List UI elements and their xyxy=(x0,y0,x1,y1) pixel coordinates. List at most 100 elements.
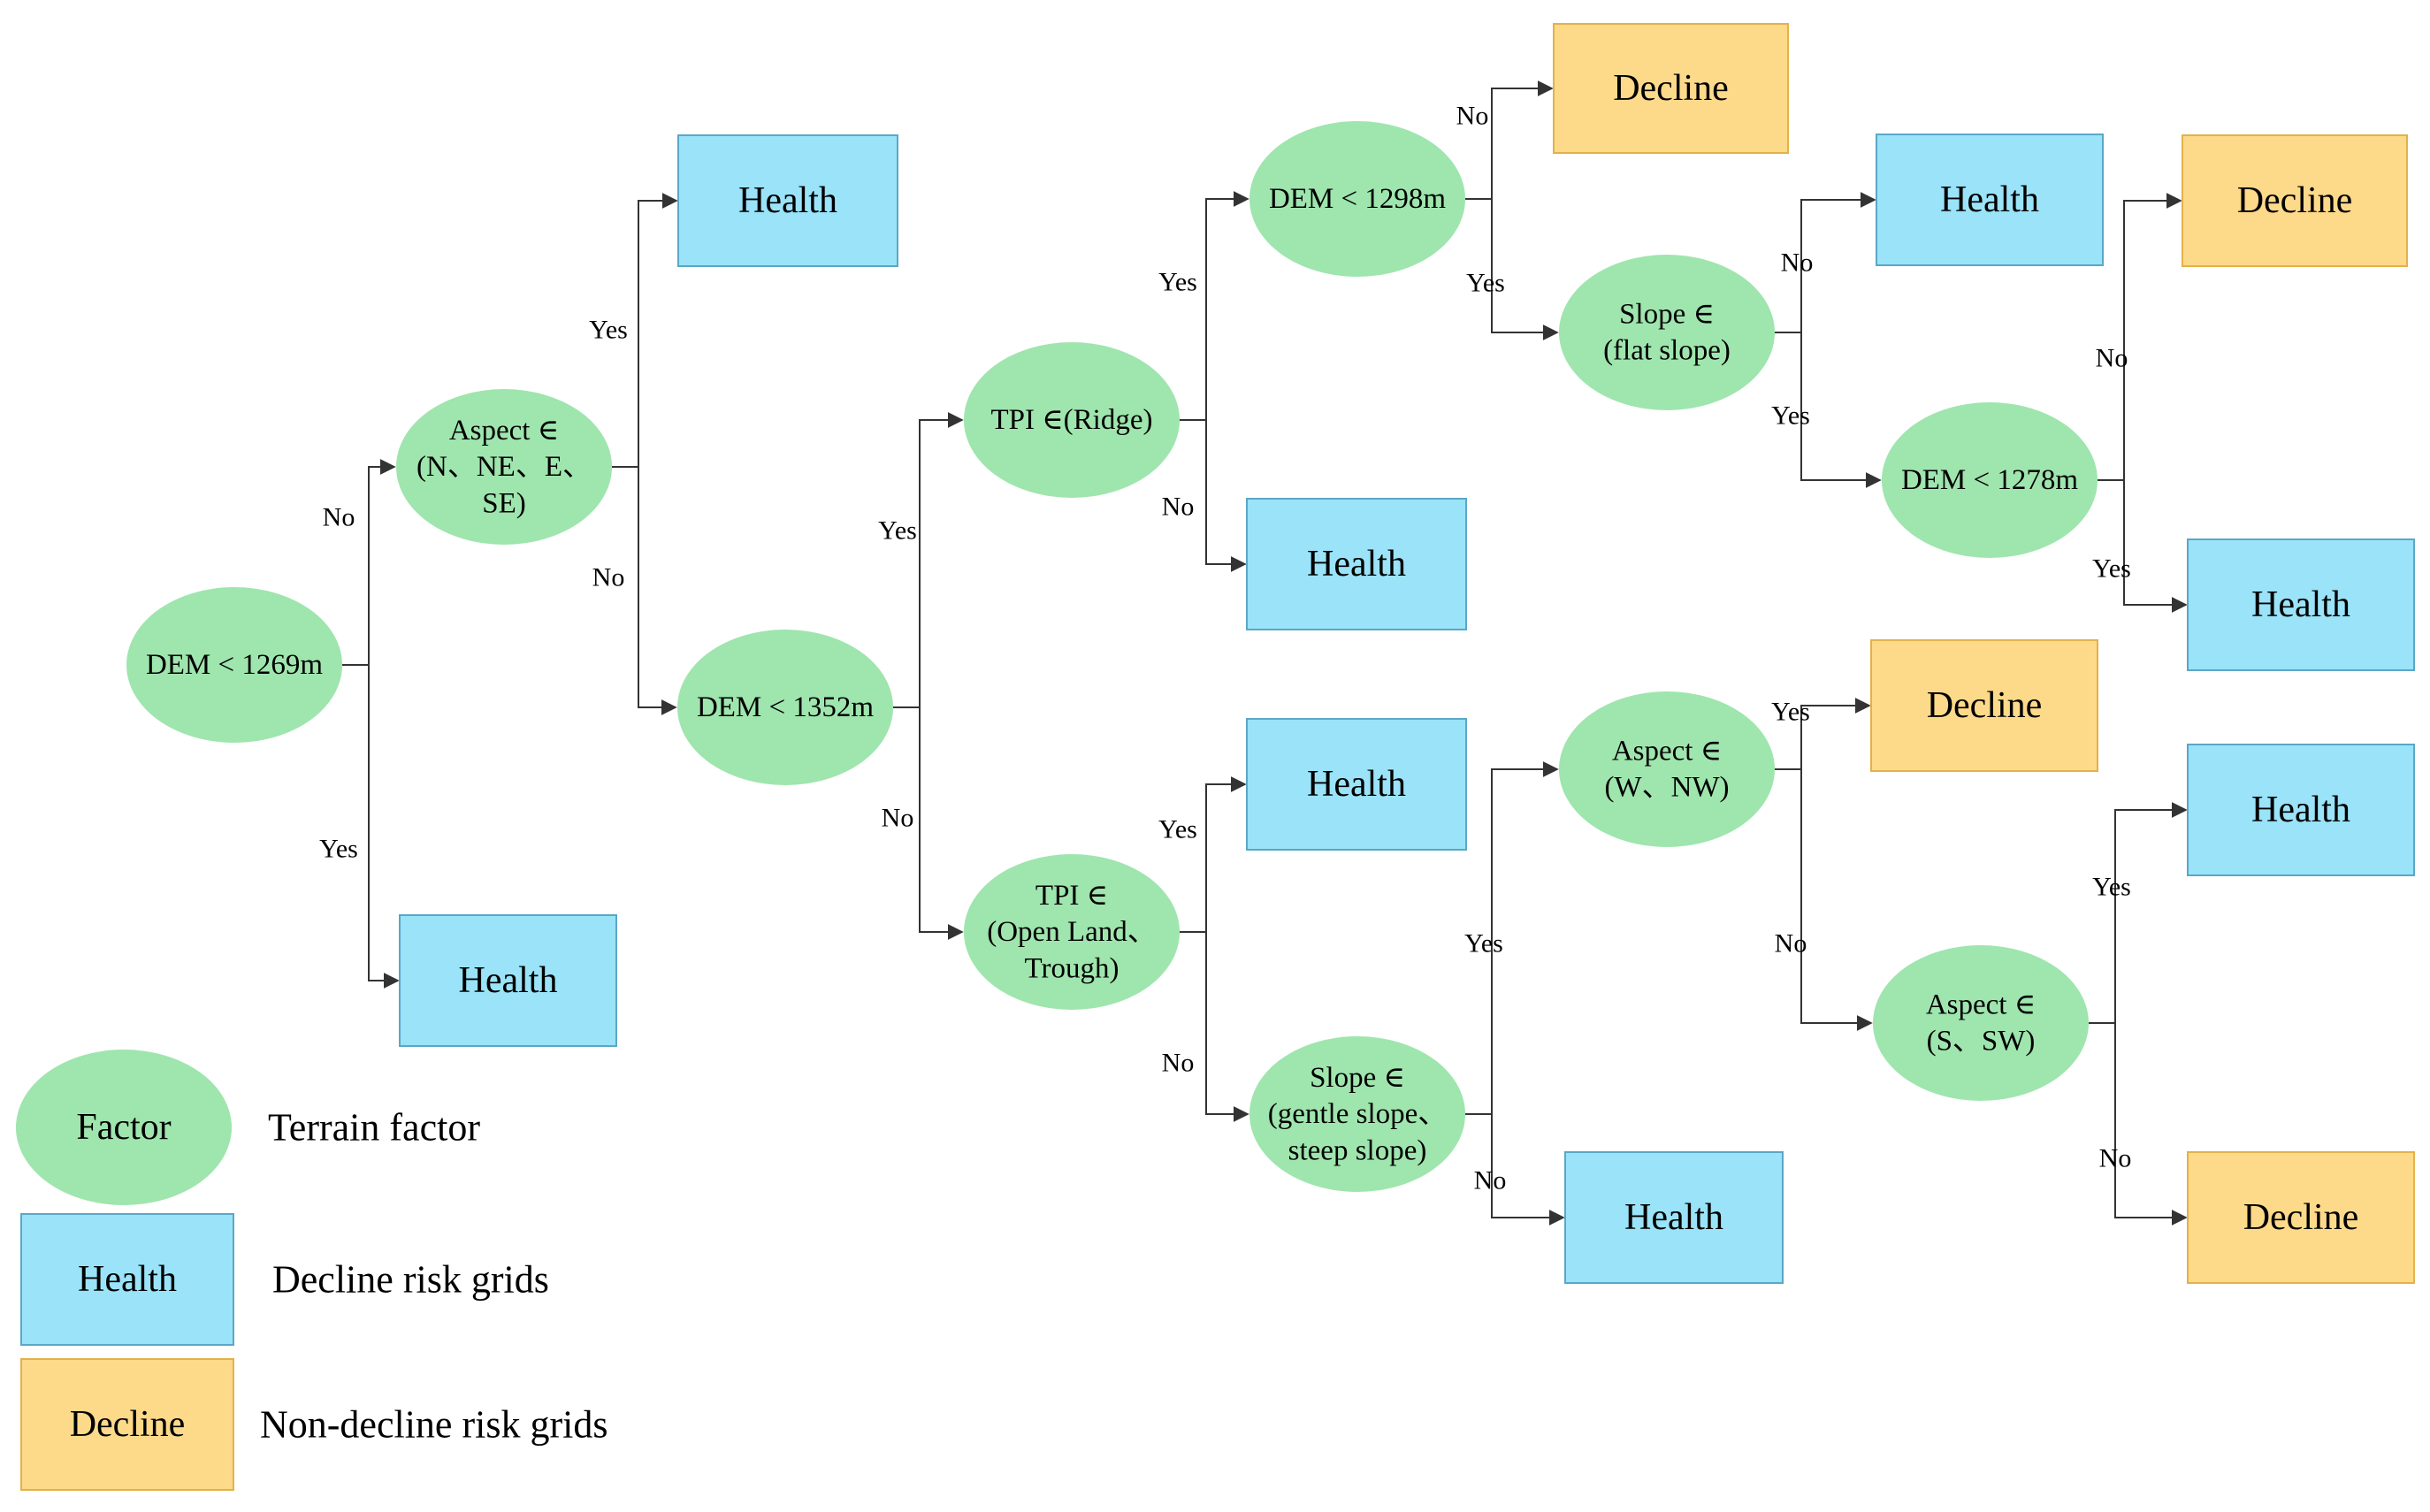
node-decline_3: Decline xyxy=(1870,639,2098,772)
node-aspect_s-label-line-1: (S、SW) xyxy=(1927,1026,2036,1058)
node-health_4-label-line-0: Health xyxy=(1940,179,2039,220)
edge-aspect_w-to-aspect_s xyxy=(1775,768,1873,1031)
edge-label-slope_flat-to-dem_1278: Yes xyxy=(1771,401,1810,431)
node-slope_flat: Slope ∈ (flat slope) xyxy=(1559,255,1775,410)
edge-label-tpi_open-to-slope_gentle: No xyxy=(1162,1049,1195,1078)
edge-label-aspect_n-to-dem_1352: No xyxy=(592,563,625,592)
edges-layer: NoYesYesNoYesNoYesNoNoYesNoYesNoYesYesNo… xyxy=(319,80,2188,1226)
legend-health-symbol-label: Health xyxy=(78,1259,177,1300)
edge-label-tpi_open-to-health_6: Yes xyxy=(1158,815,1197,844)
edge-label-dem_1298-to-decline_1: No xyxy=(1456,102,1489,131)
edge-aspect_s-to-health_8 xyxy=(2089,802,2188,1024)
node-health_8-shape xyxy=(2187,744,2415,876)
edge-label-aspect_w-to-decline_3: Yes xyxy=(1771,698,1810,727)
node-dem_1278: DEM < 1278m xyxy=(1882,402,2098,558)
edge-root-to-health_2 xyxy=(342,664,400,989)
legend-factor-text: Terrain factor xyxy=(268,1106,480,1149)
node-decline_3-shape xyxy=(1870,639,2098,772)
node-dem_1352-label-line-0: DEM < 1352m xyxy=(697,691,874,723)
node-tpi_open-label-line-0: TPI ∈ xyxy=(1035,880,1108,912)
node-decline_2-label-line-0: Decline xyxy=(2237,180,2353,221)
edge-tpi_ridge-to-health_3 xyxy=(1180,419,1247,572)
edge-label-dem_1278-to-decline_2: No xyxy=(2096,344,2128,373)
edge-label-aspect_n-to-health_1: Yes xyxy=(589,316,628,345)
node-aspect_w-label-line-1: (W、NW) xyxy=(1604,772,1729,804)
node-health_7: Health xyxy=(1564,1151,1784,1284)
node-aspect_s-shape xyxy=(1873,945,2089,1101)
legend-factor-symbol-label: Factor xyxy=(76,1107,171,1148)
node-aspect_w-label-line-0: Aspect ∈ xyxy=(1612,735,1722,767)
legend-decline-symbol-label: Decline xyxy=(70,1404,186,1445)
node-slope_gentle-label-line-0: Slope ∈ xyxy=(1310,1062,1405,1094)
node-decline_2-shape xyxy=(2182,134,2408,267)
node-slope_flat-label-line-1: (flat slope) xyxy=(1603,335,1731,367)
node-health_1-label-line-0: Health xyxy=(738,180,837,221)
edge-dem_1298-to-slope_flat xyxy=(1465,198,1559,340)
edge-label-dem_1352-to-tpi_ridge: Yes xyxy=(878,516,917,546)
node-health_3: Health xyxy=(1246,498,1467,630)
node-tpi_ridge: TPI ∈(Ridge) xyxy=(964,342,1180,498)
legend-decline-symbol xyxy=(20,1358,234,1491)
node-aspect_n: Aspect ∈ (N、NE、E、 SE) xyxy=(396,389,612,545)
edge-label-slope_gentle-to-health_7: No xyxy=(1474,1166,1507,1195)
node-dem_1352: DEM < 1352m xyxy=(677,630,893,785)
edge-label-aspect_w-to-aspect_s: No xyxy=(1775,929,1807,958)
node-slope_flat-label-line-0: Slope ∈ xyxy=(1619,298,1715,330)
node-health_2-shape xyxy=(399,914,617,1047)
node-tpi_ridge-label-line-0: TPI ∈(Ridge) xyxy=(991,404,1153,436)
node-aspect_n-label-line-2: SE) xyxy=(482,487,526,519)
node-slope_gentle-label-line-2: steep slope) xyxy=(1288,1134,1427,1166)
node-decline_3-label-line-0: Decline xyxy=(1927,685,2043,726)
legend-health-text: Decline risk grids xyxy=(272,1258,549,1302)
node-root: DEM < 1269m xyxy=(126,587,342,743)
legend-factor-symbol xyxy=(16,1050,232,1205)
edge-label-root-to-aspect_n: No xyxy=(323,503,355,532)
node-slope_flat-shape xyxy=(1559,255,1775,410)
node-dem_1298-shape xyxy=(1249,121,1465,277)
node-slope_gentle-shape xyxy=(1249,1036,1465,1192)
node-tpi_open: TPI ∈(Open Land、Trough) xyxy=(964,854,1180,1010)
node-dem_1298: DEM < 1298m xyxy=(1249,121,1465,277)
node-health_7-shape xyxy=(1564,1151,1784,1284)
edge-label-tpi_ridge-to-dem_1298: Yes xyxy=(1158,268,1197,297)
node-health_5-shape xyxy=(2187,538,2415,671)
node-aspect_n-label-line-1: (N、NE、E、 xyxy=(416,451,592,483)
edge-dem_1352-to-tpi_open xyxy=(893,706,964,940)
node-decline_4-shape xyxy=(2187,1151,2415,1284)
node-tpi_open-label-line-2: Trough) xyxy=(1025,952,1119,984)
node-decline_1-label-line-0: Decline xyxy=(1613,68,1729,109)
node-health_4-shape xyxy=(1876,134,2104,266)
edge-dem_1352-to-tpi_ridge xyxy=(893,412,964,708)
node-aspect_w: Aspect ∈ (W、NW) xyxy=(1559,691,1775,847)
node-health_7-label-line-0: Health xyxy=(1624,1197,1723,1238)
edge-label-slope_gentle-to-aspect_w: Yes xyxy=(1464,929,1503,958)
edge-tpi_open-to-slope_gentle xyxy=(1180,931,1249,1122)
node-aspect_n-label-line-0: Aspect ∈ xyxy=(449,415,559,447)
node-dem_1278-shape xyxy=(1882,402,2098,558)
node-health_6: Health xyxy=(1246,718,1467,851)
node-aspect_s-label-line-0: Aspect ∈ xyxy=(1926,989,2036,1020)
node-dem_1298-label-line-0: DEM < 1298m xyxy=(1269,183,1446,215)
node-health_6-label-line-0: Health xyxy=(1307,764,1406,805)
edge-label-aspect_s-to-health_8: Yes xyxy=(2092,873,2131,902)
node-aspect_n-shape xyxy=(396,389,612,545)
node-health_2-label-line-0: Health xyxy=(459,960,558,1001)
edge-label-dem_1298-to-slope_flat: Yes xyxy=(1466,269,1505,298)
node-health_4: Health xyxy=(1876,134,2104,266)
node-root-label-line-0: DEM < 1269m xyxy=(146,649,323,681)
node-decline_2: Decline xyxy=(2182,134,2408,267)
legend-health-symbol xyxy=(20,1213,234,1346)
edge-label-root-to-health_2: Yes xyxy=(319,835,358,864)
edge-label-aspect_s-to-decline_4: No xyxy=(2099,1144,2132,1173)
node-tpi_open-shape xyxy=(964,854,1180,1010)
node-decline_1-shape xyxy=(1553,23,1789,154)
edge-aspect_n-to-dem_1352 xyxy=(612,466,677,715)
node-health_3-shape xyxy=(1246,498,1467,630)
node-decline_4-label-line-0: Decline xyxy=(2243,1197,2359,1238)
node-health_5-label-line-0: Health xyxy=(2251,584,2350,625)
edge-label-dem_1278-to-health_5: Yes xyxy=(2092,554,2131,584)
node-health_1: Health xyxy=(677,134,898,267)
node-slope_gentle-label-line-1: (gentle slope、 xyxy=(1268,1098,1448,1130)
